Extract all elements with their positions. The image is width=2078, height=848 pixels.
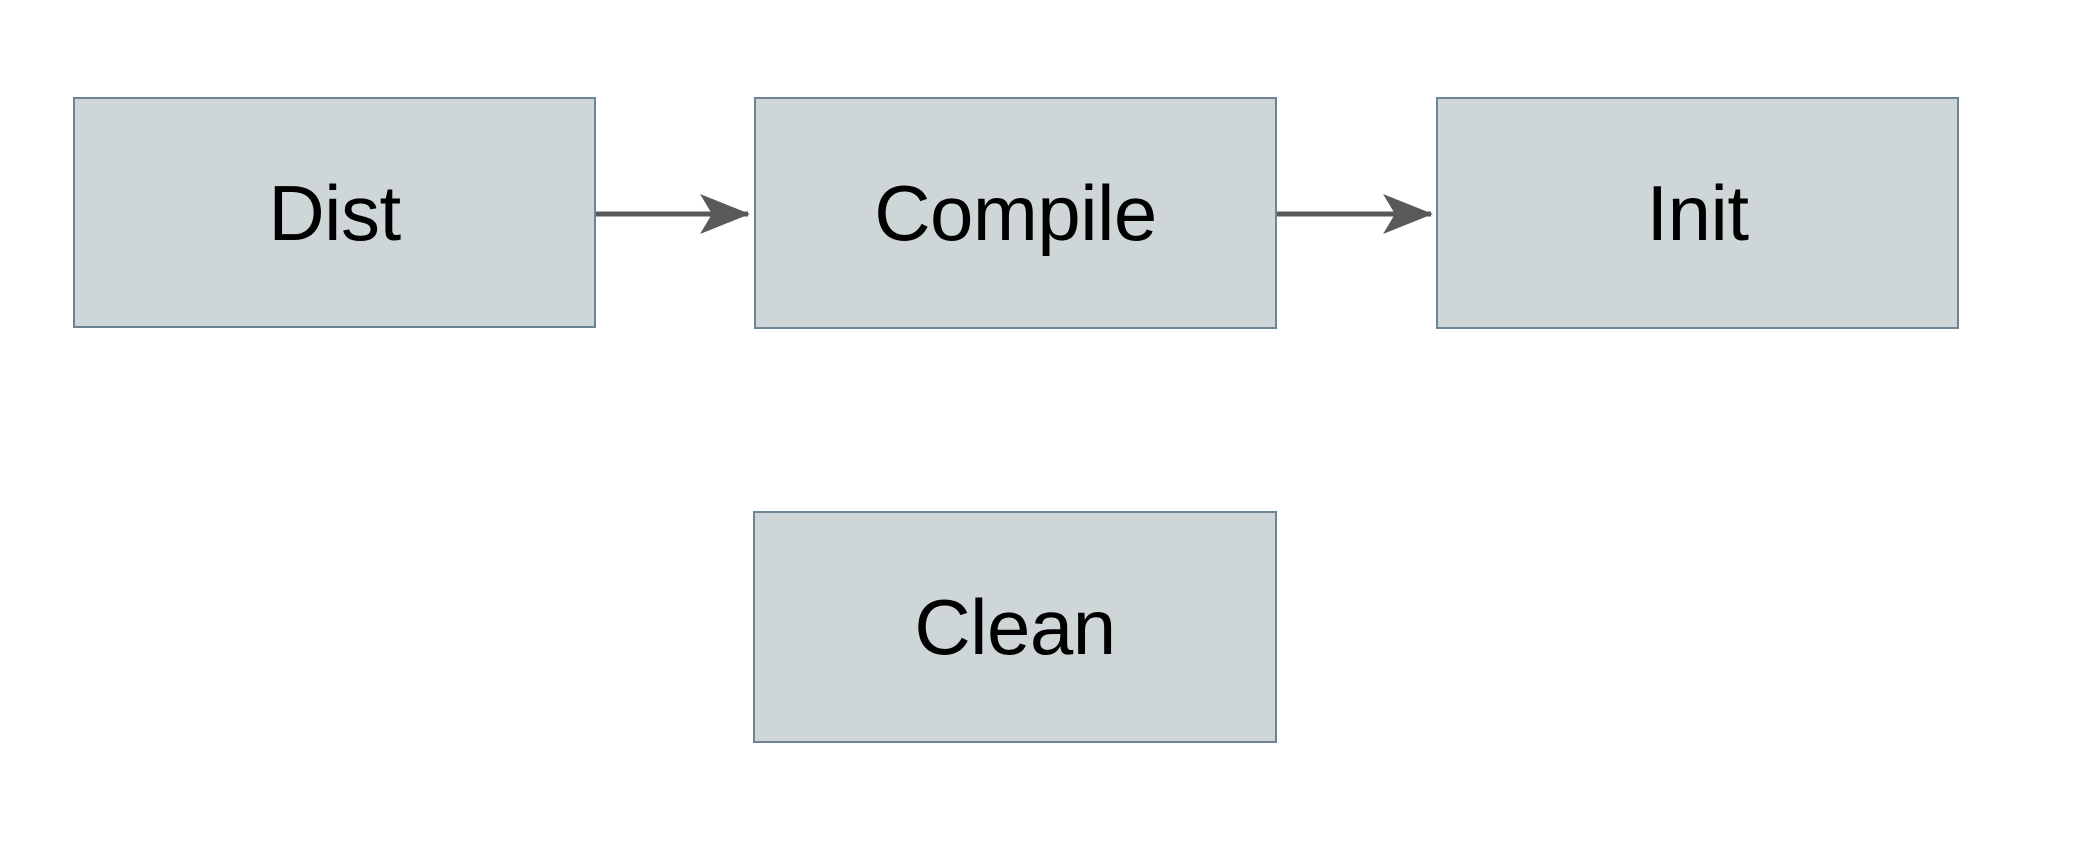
node-label-init: Init (1646, 169, 1749, 257)
node-dist[interactable]: Dist (73, 97, 596, 328)
node-clean[interactable]: Clean (753, 511, 1277, 743)
node-label-dist: Dist (268, 168, 401, 257)
node-compile[interactable]: Compile (754, 97, 1277, 329)
node-label-compile: Compile (874, 169, 1157, 257)
node-init[interactable]: Init (1436, 97, 1959, 329)
node-label-clean: Clean (914, 583, 1116, 671)
